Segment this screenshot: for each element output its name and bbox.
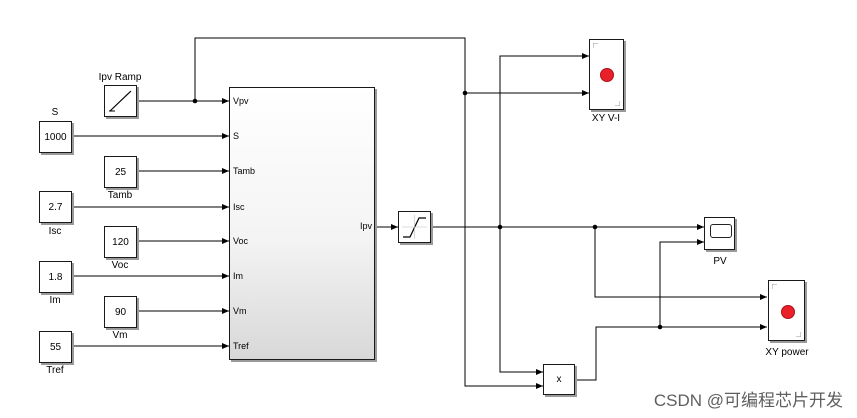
- ramp-block[interactable]: [104, 85, 137, 117]
- constant-tref-block[interactable]: 55: [39, 331, 72, 363]
- xy-vi-block[interactable]: [589, 39, 624, 110]
- junction-dot: [592, 224, 598, 230]
- port-s: S: [233, 131, 240, 141]
- constant-tamb-label: Tamb: [107, 190, 133, 201]
- pv-scope-block[interactable]: [704, 217, 735, 250]
- constant-voc-block[interactable]: 120: [104, 226, 137, 258]
- wire-ipv-to-product: [499, 227, 543, 375]
- wire-ipv-to-xypower: [594, 227, 767, 300]
- port-isc: Isc: [233, 202, 245, 212]
- constant-voc-label: Voc: [111, 260, 129, 271]
- junction-dot: [462, 90, 468, 96]
- port-voc: Voc: [233, 236, 249, 246]
- xy-vi-label: XY V-I: [591, 113, 621, 124]
- constant-im-label: Im: [49, 295, 61, 306]
- port-vm: Vm: [233, 306, 247, 316]
- port-vpv: Vpv: [233, 96, 249, 106]
- watermark-text: CSDN @可编程芯片开发: [653, 391, 843, 410]
- product-block[interactable]: x: [543, 364, 575, 395]
- wire-vpv-branch: [194, 37, 543, 389]
- ramp-icon: [109, 90, 132, 112]
- constant-isc-block[interactable]: 2.7: [39, 191, 72, 223]
- pv-scope-label: PV: [713, 256, 727, 267]
- junction-dot: [497, 224, 503, 230]
- constant-s-label: S: [51, 107, 59, 118]
- constant-isc-label: Isc: [48, 226, 62, 237]
- pv-subsystem-block[interactable]: Vpv S Tamb Isc Voc Im Vm Tref: [229, 87, 375, 360]
- constant-tref-label: Tref: [46, 365, 64, 376]
- junction-dot: [192, 98, 198, 104]
- wire-ipv-to-xyvi: [499, 53, 589, 227]
- xy-power-block[interactable]: [768, 280, 805, 341]
- port-tref: Tref: [233, 341, 249, 351]
- wire-power-to-pv: [659, 239, 704, 327]
- constant-vm-block[interactable]: 90: [104, 296, 137, 328]
- xy-power-label: XY power: [765, 347, 809, 358]
- port-tamb: Tamb: [233, 166, 256, 176]
- constant-s-block[interactable]: 1000: [39, 121, 72, 153]
- constant-vm-label: Vm: [112, 330, 128, 341]
- saturation-block[interactable]: [398, 211, 431, 243]
- constant-tamb-block[interactable]: 25: [104, 156, 137, 188]
- port-im: Im: [233, 271, 243, 281]
- wire-product-out: [575, 324, 767, 381]
- constant-im-block[interactable]: 1.8: [39, 261, 72, 293]
- junction-dot: [657, 324, 663, 330]
- saturation-icon: [402, 215, 427, 239]
- scope-icon: [710, 224, 732, 238]
- ramp-label: Ipv Ramp: [98, 72, 142, 83]
- port-ipv: Ipv: [360, 221, 373, 231]
